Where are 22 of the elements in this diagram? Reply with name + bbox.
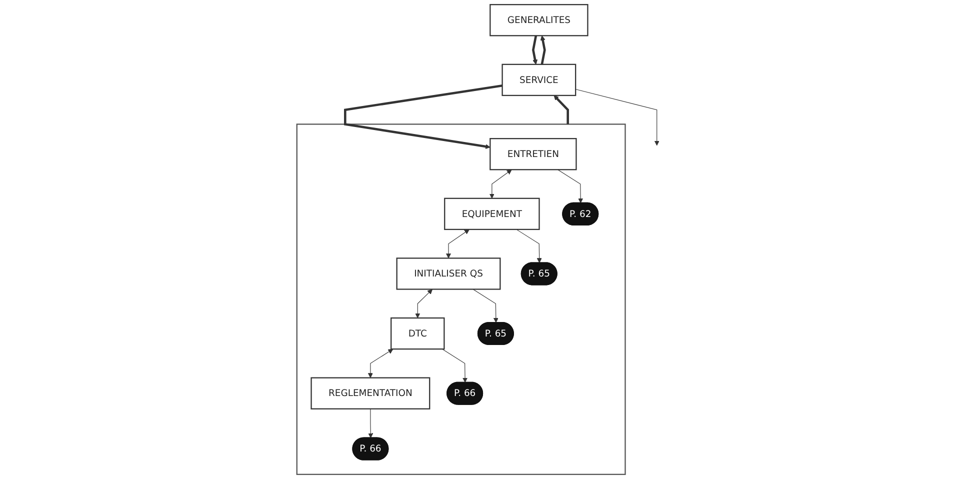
node-box: ENTRETIEN (490, 138, 577, 170)
arrow (446, 229, 470, 258)
arrow (554, 95, 569, 124)
arrow (532, 35, 538, 65)
node-box: DTC (390, 317, 445, 350)
node-box: INITIALISER QS (396, 258, 501, 290)
arrow (368, 348, 394, 378)
arrow (575, 88, 660, 146)
arrow (442, 348, 468, 383)
cluster (296, 124, 626, 475)
arrow (540, 35, 546, 65)
arrow (472, 288, 498, 323)
arrow (489, 170, 512, 199)
arrow (516, 229, 542, 264)
arrow (557, 169, 584, 204)
arrow (415, 289, 433, 318)
node-box: REGLEMENTATION (310, 377, 430, 410)
arrow (368, 408, 374, 438)
node-box: EQUIPEMENT (444, 198, 540, 230)
node-box: GENERALITES (490, 4, 588, 36)
node-box: SERVICE (502, 64, 576, 96)
arrow (344, 84, 502, 150)
